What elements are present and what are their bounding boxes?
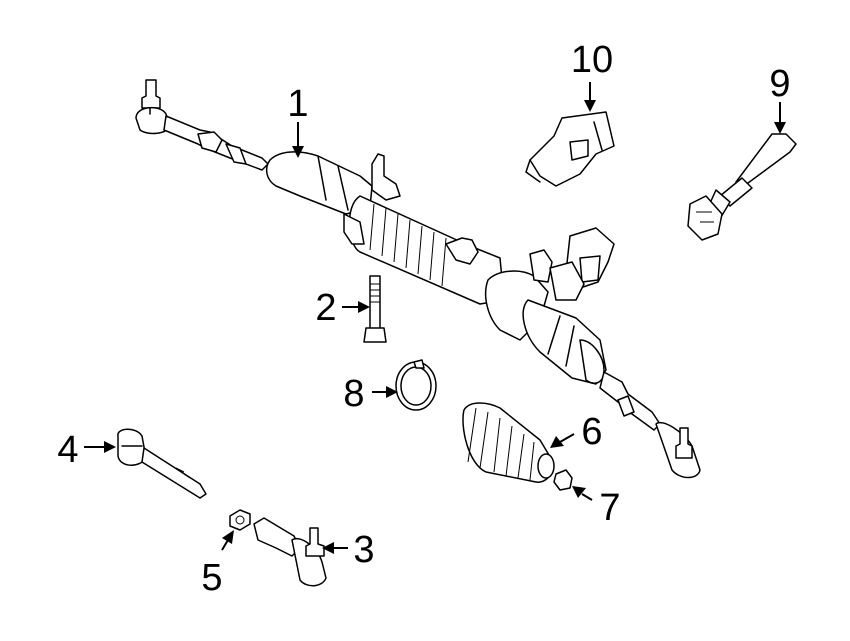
callout-5: 5 bbox=[201, 557, 222, 599]
callout-4: 4 bbox=[57, 429, 78, 471]
callout-9: 9 bbox=[769, 63, 790, 105]
ring-clamp bbox=[395, 359, 437, 411]
mounting-bolt bbox=[363, 275, 387, 343]
boot-clamp bbox=[553, 469, 573, 491]
callout-3: 3 bbox=[353, 529, 374, 571]
jam-nut bbox=[229, 509, 251, 531]
bellows-boot bbox=[462, 402, 555, 483]
callout-10: 10 bbox=[571, 39, 613, 81]
callout-7: 7 bbox=[599, 487, 620, 529]
callout-arrows bbox=[84, 82, 786, 554]
callout-6: 6 bbox=[581, 411, 602, 453]
outer-tie-rod-end bbox=[253, 517, 327, 587]
heat-shield bbox=[525, 111, 615, 187]
steering-rack-assembly bbox=[135, 79, 701, 479]
callout-2: 2 bbox=[315, 287, 336, 329]
callout-8: 8 bbox=[343, 373, 364, 415]
callout-1: 1 bbox=[287, 83, 308, 125]
inner-tie-rod bbox=[117, 428, 207, 499]
intermediate-shaft bbox=[687, 133, 797, 241]
callout-labels: 1 2 3 4 5 6 7 8 9 10 bbox=[57, 39, 790, 599]
